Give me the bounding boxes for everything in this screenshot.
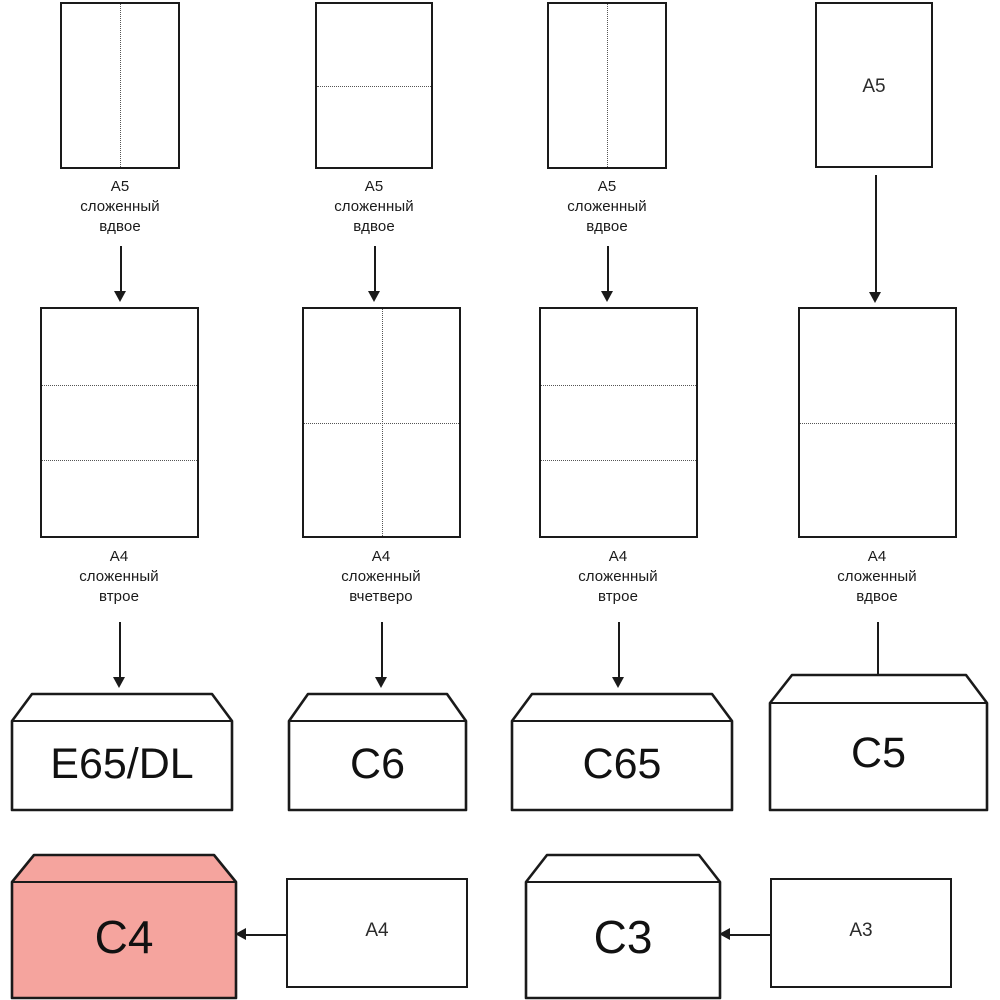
sheet-a5-col1 (60, 2, 180, 169)
caption-a4-col3: A4 сложенный втрое (578, 548, 658, 605)
sheet-a3-row4: A3 (770, 878, 952, 988)
caption-a4-col2: A4 сложенный вчетверо (341, 548, 421, 605)
sheet-a4-row4: A4 (286, 878, 468, 988)
sheet-a4-col3 (539, 307, 698, 538)
fold-line-horizontal-lower (42, 460, 197, 462)
caption-a4-col1: A4 сложенный втрое (79, 548, 159, 605)
fold-line-vertical (120, 4, 121, 167)
sheet-a4-col2 (302, 307, 461, 538)
caption-a5-col3: A5 сложенный вдвое (567, 178, 647, 235)
sheet-a4-col1 (40, 307, 199, 538)
sheet-label-a3-row4: A3 (849, 920, 873, 941)
fold-line-horizontal (800, 422, 955, 424)
fold-line-vertical (607, 4, 608, 167)
sheet-a5-col4: A5 (815, 2, 933, 168)
fold-line-horizontal-upper (42, 384, 197, 386)
caption-a5-col1: A5 сложенный вдвое (80, 178, 160, 235)
caption-a5-col2: A5 сложенный вдвое (334, 178, 414, 235)
fold-line-horizontal (317, 85, 431, 87)
fold-line-horizontal-upper (541, 384, 696, 386)
envelope-c65[interactable]: C65 (510, 691, 734, 813)
fold-line-horizontal-lower (541, 460, 696, 462)
envelope-c4[interactable]: C4 (10, 852, 238, 1000)
fold-line-vertical (381, 309, 383, 536)
sheet-a5-col2 (315, 2, 433, 169)
sheet-label-a5: A5 (862, 76, 886, 97)
sheet-label-a4-row4: A4 (365, 920, 389, 941)
caption-a4-col4: A4 сложенный вдвое (837, 548, 917, 605)
envelope-c5[interactable]: C5 (768, 672, 989, 813)
sheet-a4-col4 (798, 307, 957, 538)
envelope-c6[interactable]: C6 (287, 691, 468, 813)
sheet-a5-col3 (547, 2, 667, 169)
envelope-c3[interactable]: C3 (524, 852, 722, 1000)
envelope-e65dl[interactable]: E65/DL (10, 691, 234, 813)
